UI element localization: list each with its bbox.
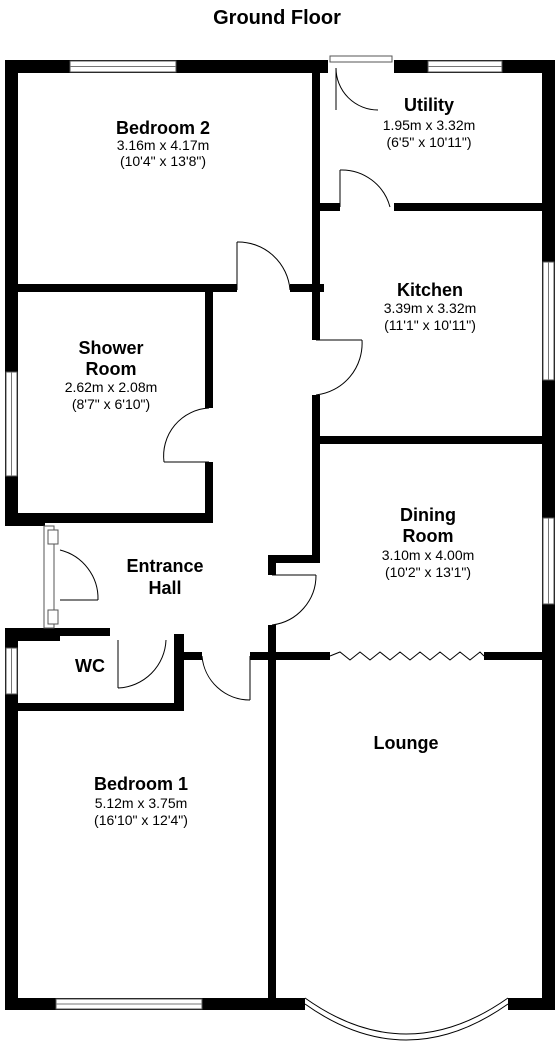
- room-kitchen: Kitchen 3.39m x 3.32m (11'1" x 10'11"): [384, 280, 477, 333]
- doors: [59, 67, 485, 701]
- room-name: Kitchen: [397, 280, 463, 300]
- window-lounge-bay: [304, 997, 509, 1035]
- room-name: Bedroom 1: [94, 774, 188, 794]
- room-name-line1: Dining: [400, 505, 456, 525]
- room-hall: Entrance Hall: [126, 556, 203, 598]
- room-bedroom1: Bedroom 1 5.12m x 3.75m (16'10" x 12'4"): [94, 774, 188, 828]
- room-dims-metric: 2.62m x 2.08m: [65, 379, 158, 395]
- room-dims-imperial: (16'10" x 12'4"): [94, 812, 188, 828]
- outer-walls: [5, 60, 555, 1010]
- room-dims-imperial: (8'7" x 6'10"): [72, 396, 150, 412]
- plan-title: Ground Floor: [213, 7, 341, 29]
- room-lounge: Lounge: [374, 733, 439, 753]
- room-dims-metric: 3.16m x 4.17m: [117, 137, 210, 153]
- room-dims-imperial: (10'2" x 13'1"): [385, 564, 471, 580]
- room-name: Bedroom 2: [116, 118, 210, 138]
- room-name: Utility: [404, 95, 454, 115]
- room-name-line1: Entrance: [126, 556, 203, 576]
- windows: [5, 55, 555, 1041]
- room-name-line2: Room: [403, 526, 454, 546]
- room-name-line1: Shower: [78, 338, 143, 358]
- room-dims-imperial: (10'4" x 13'8"): [120, 153, 206, 169]
- room-dims-metric: 5.12m x 3.75m: [95, 795, 188, 811]
- room-bedroom2: Bedroom 2 3.16m x 4.17m (10'4" x 13'8"): [116, 118, 210, 169]
- room-dining: Dining Room 3.10m x 4.00m (10'2" x 13'1"…: [382, 505, 475, 580]
- front-door-frame: [43, 525, 55, 629]
- room-name-line2: Room: [86, 359, 137, 379]
- room-dims-metric: 3.39m x 3.32m: [384, 300, 477, 316]
- room-utility: Utility 1.95m x 3.32m (6'5" x 10'11"): [383, 95, 476, 150]
- room-name: Lounge: [374, 733, 439, 753]
- inner-walls: [5, 60, 554, 1000]
- room-dims-imperial: (11'1" x 10'11"): [384, 317, 476, 333]
- room-dims-metric: 3.10m x 4.00m: [382, 547, 475, 563]
- room-wc: WC: [75, 656, 105, 676]
- room-name: WC: [75, 656, 105, 676]
- room-shower: Shower Room 2.62m x 2.08m (8'7" x 6'10"): [65, 338, 158, 412]
- room-dims-imperial: (6'5" x 10'11"): [386, 134, 471, 150]
- room-name-line2: Hall: [148, 578, 181, 598]
- room-dims-metric: 1.95m x 3.32m: [383, 117, 476, 133]
